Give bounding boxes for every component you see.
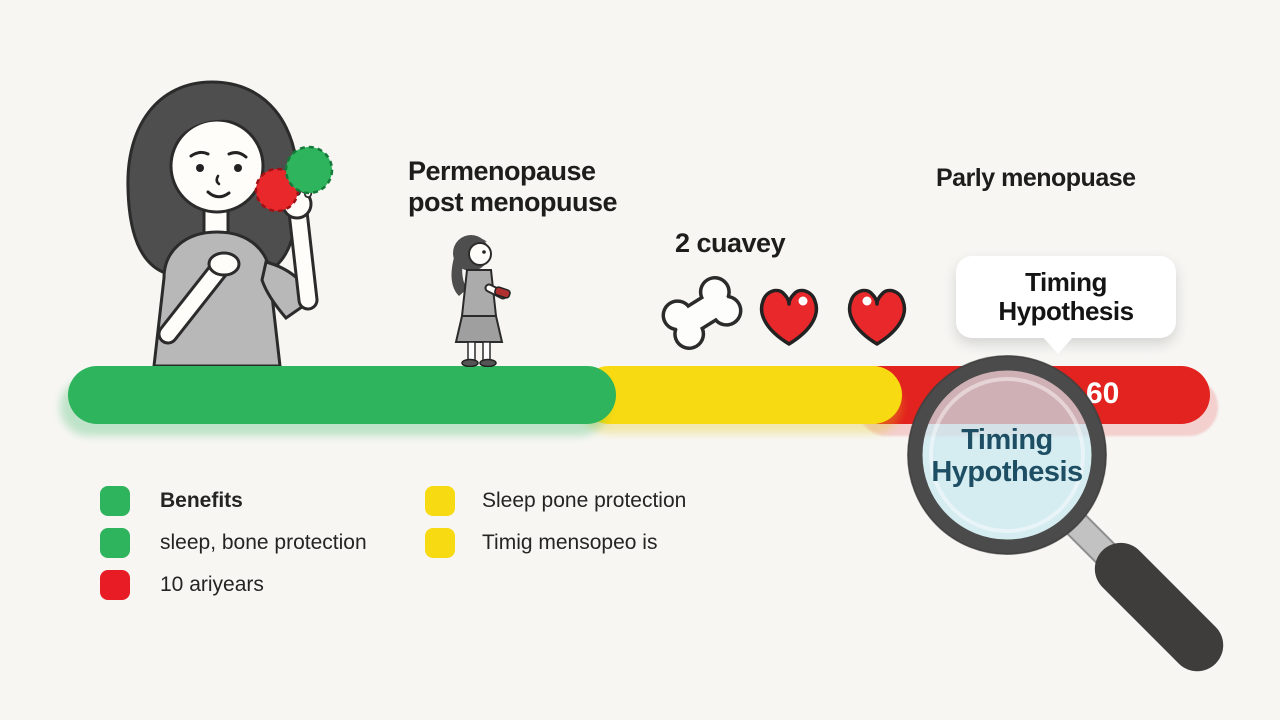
legend-label: Sleep pone protection xyxy=(482,489,687,512)
lens-label-line2: Hypothesis xyxy=(931,456,1083,489)
timeline-segment-yellow xyxy=(580,366,902,424)
timeline-segment-green xyxy=(68,366,616,424)
heart-icon xyxy=(847,288,907,346)
perimenopause-title-line1: Permenopause xyxy=(408,156,596,186)
yellow-swatch xyxy=(425,486,455,516)
legend-item: sleep, bone protection xyxy=(100,528,367,558)
legend-item: Benefits xyxy=(100,486,367,516)
legend-label: Benefits xyxy=(160,489,243,512)
legend-item: Timig mensopeo is xyxy=(425,528,686,558)
lens-label: Timing Hypothesis xyxy=(917,424,1097,489)
survey-label: 2 cuavey xyxy=(675,228,786,258)
legend-left: Benefits sleep, bone protection 10 ariye… xyxy=(100,486,367,612)
bubble-text-line1: Timing xyxy=(1025,267,1107,298)
legend-label: Timig mensopeo is xyxy=(482,531,658,554)
heart-icon xyxy=(759,288,819,346)
bubble-text-line2: Hypothesis xyxy=(998,296,1134,326)
legend-right: Sleep pone protection Timig mensopeo is xyxy=(425,486,686,570)
legend-label: sleep, bone protection xyxy=(160,531,367,554)
perimenopause-title: Permenopause post menopuuse xyxy=(408,156,618,218)
legend-label: 10 ariyears xyxy=(160,573,264,596)
bubble-tail xyxy=(1042,336,1074,354)
yellow-swatch xyxy=(425,528,455,558)
perimenopause-title-line2: post menopuuse xyxy=(408,187,618,218)
green-swatch xyxy=(100,486,130,516)
legend-item: Sleep pone protection xyxy=(425,486,686,516)
timing-hypothesis-bubble: Timing Hypothesis xyxy=(956,256,1176,354)
early-menopause-label: Parly menopuase xyxy=(936,164,1136,192)
woman-holding-pills-icon xyxy=(126,80,334,366)
green-swatch xyxy=(100,528,130,558)
standing-woman-icon xyxy=(451,235,511,367)
bubble-text: Timing Hypothesis xyxy=(998,267,1134,326)
lens-label-line1: Timing xyxy=(961,424,1053,456)
legend-item: 10 ariyears xyxy=(100,570,367,600)
red-swatch xyxy=(100,570,130,600)
bone-icon xyxy=(661,276,743,350)
magnifying-glass-icon xyxy=(907,355,1224,672)
